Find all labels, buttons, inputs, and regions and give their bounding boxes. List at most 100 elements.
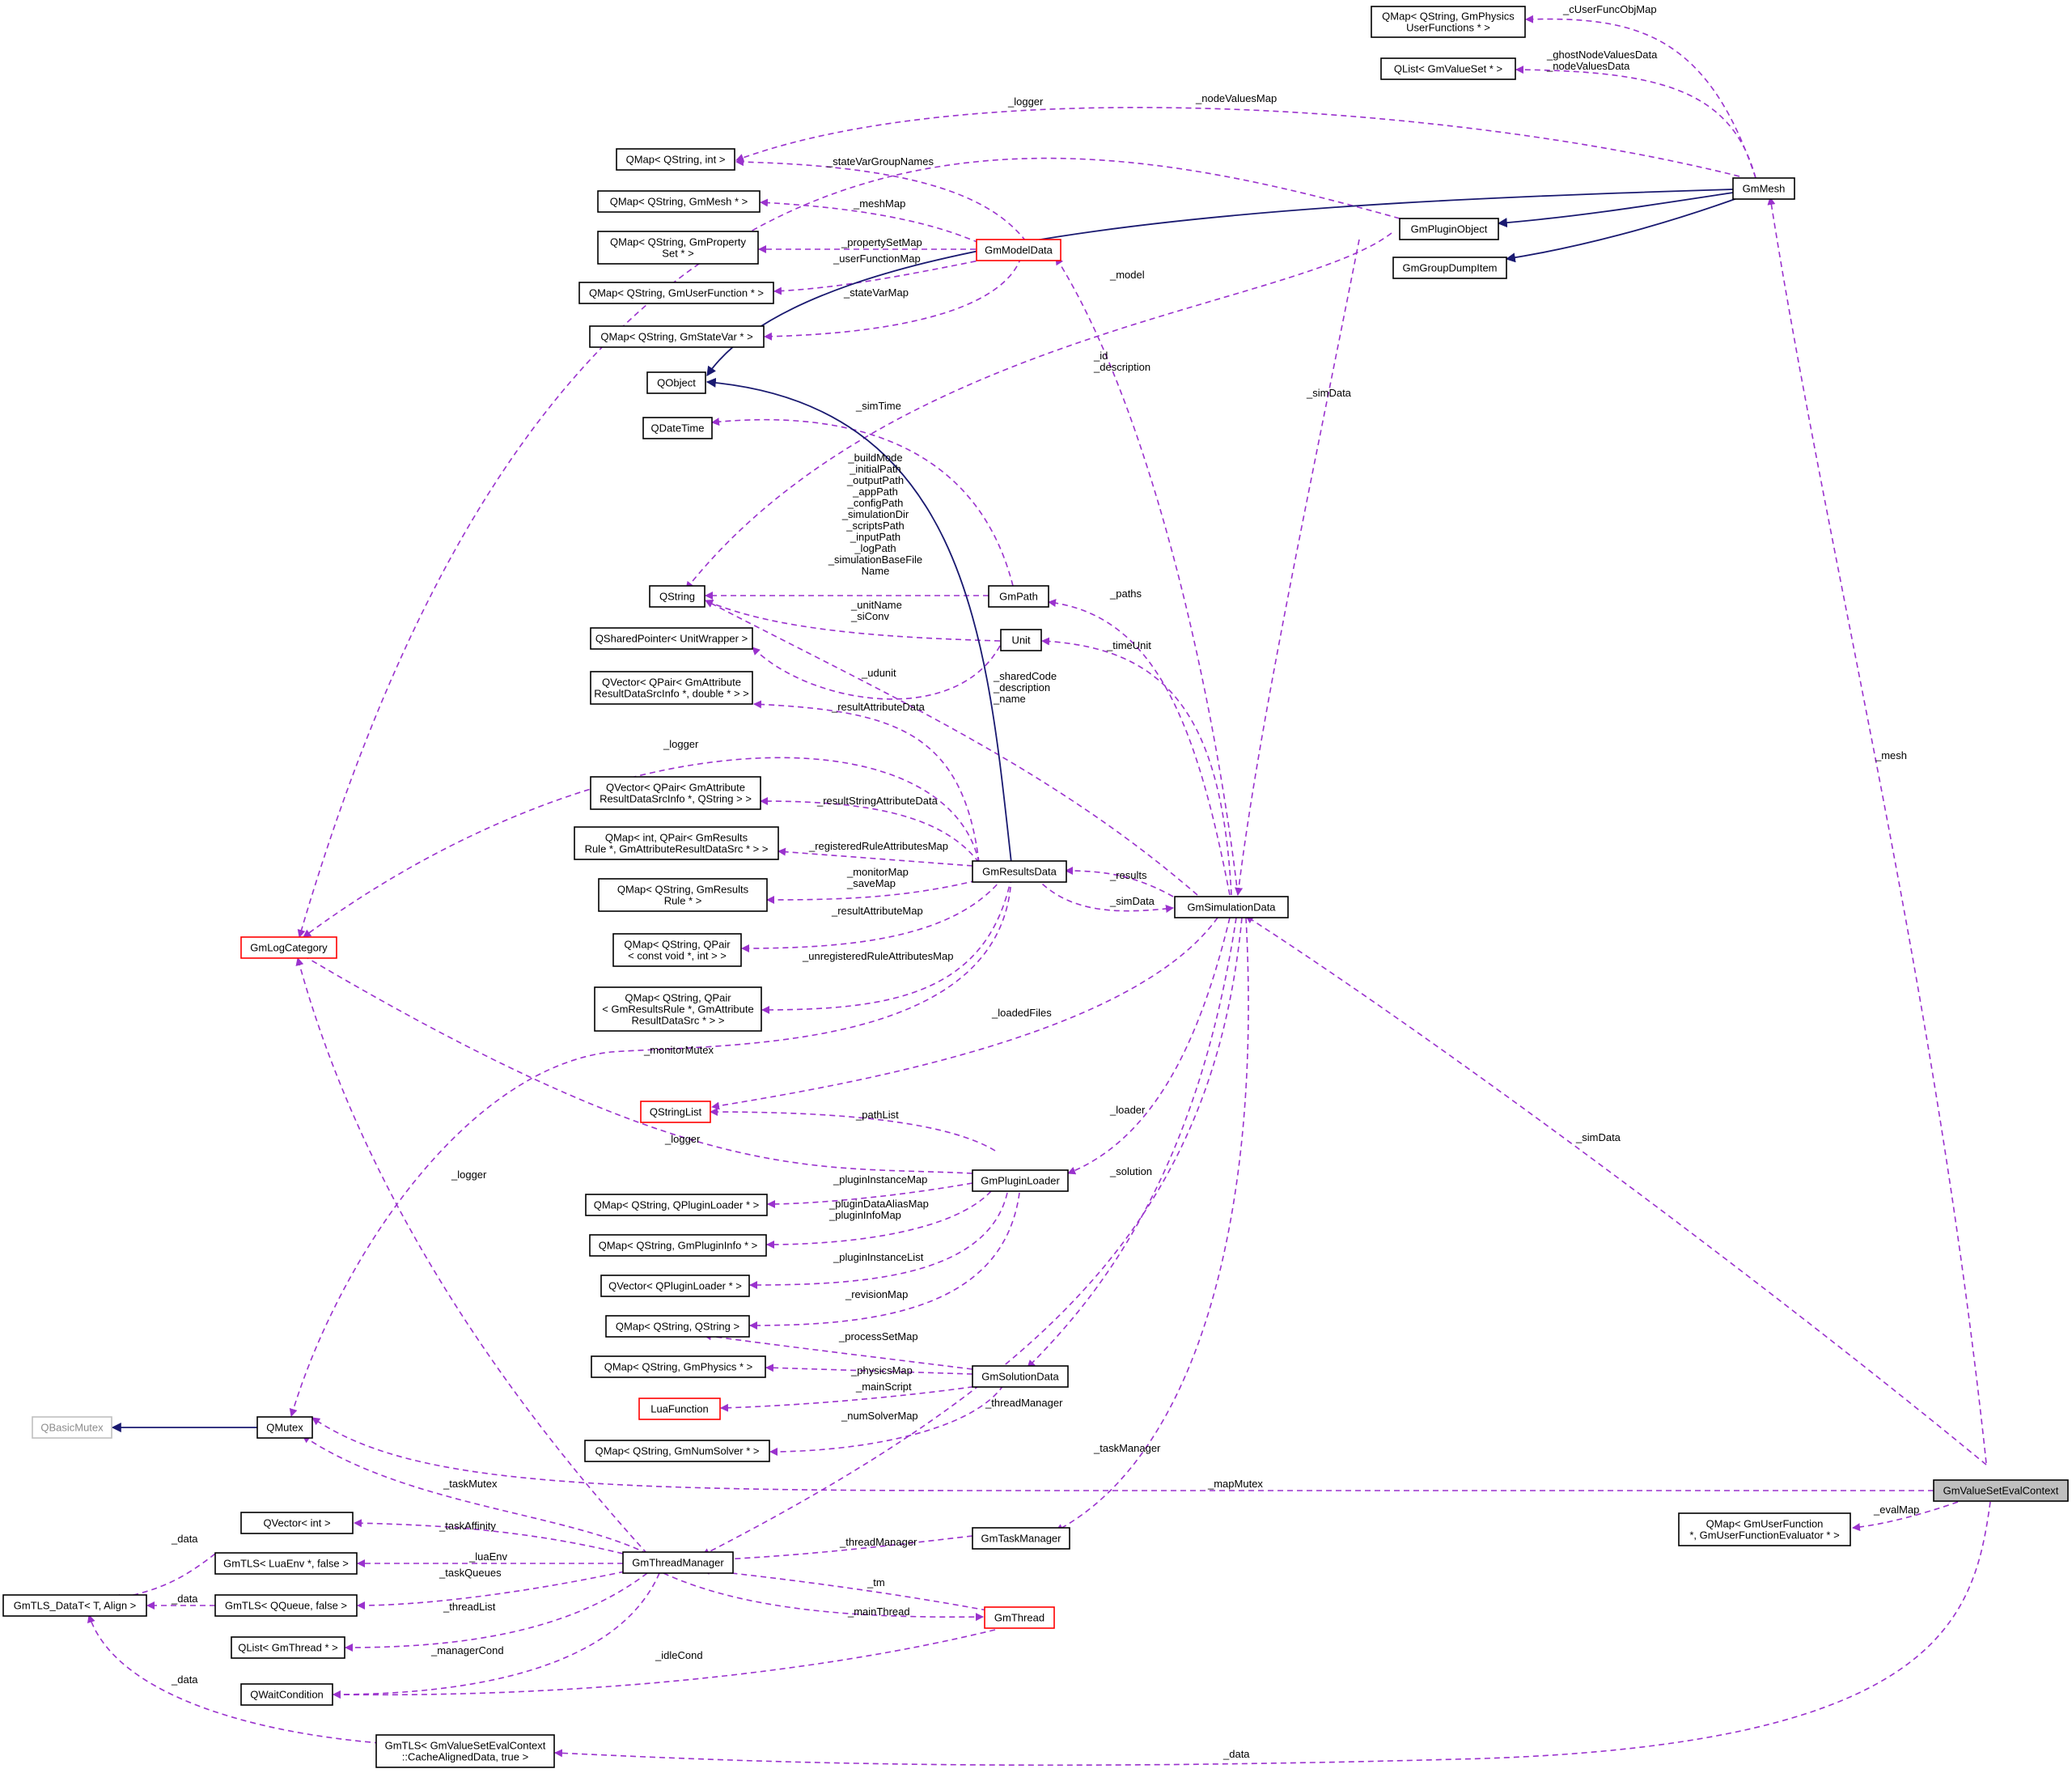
class-node-qvector-double[interactable]: QVector< QPair< GmAttributeResultDataSrc… (590, 671, 753, 705)
class-node-qmap-physics2[interactable]: QMap< QString, GmPhysics * > (591, 1355, 766, 1378)
class-node-box (589, 325, 765, 348)
class-node-qmap-statevar[interactable]: QMap< QString, GmStateVar * > (589, 325, 765, 348)
class-node-qmap-evaluator[interactable]: QMap< GmUserFunction*, GmUserFunctionEva… (1678, 1512, 1851, 1546)
class-node-qmap-qstring[interactable]: QMap< QString, QString > (605, 1315, 750, 1338)
class-node-label: QSharedPointer< UnitWrapper > (595, 633, 748, 645)
edge-simtime (711, 418, 1014, 587)
class-node-box (591, 1355, 766, 1378)
edge-label-paths: _paths (1109, 587, 1142, 600)
class-node-gmtls-qqueue[interactable]: GmTLS< QQueue, false > (214, 1594, 358, 1617)
class-node-qmap-voidptr[interactable]: QMap< QString, QPair< const void *, int … (612, 933, 742, 967)
class-node-qwaitcondition[interactable]: QWaitCondition (240, 1683, 333, 1706)
edge-logger-top (297, 157, 1400, 938)
class-node-box (375, 1734, 555, 1768)
edge-label-resultstring: _resultStringAttributeData (816, 795, 939, 807)
edge-data-a (112, 1553, 216, 1602)
class-node-qdatetime[interactable]: QDateTime (642, 417, 713, 439)
class-node-label: Unit (1011, 634, 1031, 647)
class-node-box (240, 1512, 354, 1534)
class-node-qvector-pluginloader[interactable]: QVector< QPluginLoader * > (600, 1275, 750, 1297)
edge-statevarmap (764, 257, 1022, 341)
class-node-box (574, 826, 779, 860)
class-node-qmap-int[interactable]: QMap< QString, int > (616, 148, 735, 171)
edge-label-loader: _loader (1109, 1104, 1146, 1116)
class-node-qmap-numsolver[interactable]: QMap< QString, GmNumSolver * > (584, 1440, 770, 1462)
class-node-gmthreadmanager[interactable]: GmThreadManager (622, 1551, 734, 1574)
class-node-gmpluginloader[interactable]: GmPluginLoader (972, 1169, 1069, 1192)
class-node-qmutex[interactable]: QMutex (256, 1416, 313, 1439)
class-node-qmap-userfunc[interactable]: QMap< QString, GmUserFunction * > (578, 282, 774, 304)
edge-paths (1048, 599, 1231, 896)
edge-tm (701, 1566, 988, 1611)
edge-label-paths-list: _buildMode (847, 452, 902, 464)
class-node-gmtls-luaenv[interactable]: GmTLS< LuaEnv *, false > (214, 1552, 358, 1575)
edge-label-idlecond: _idleCond (655, 1649, 703, 1661)
class-node-gmtls-cache[interactable]: GmTLS< GmValueSetEvalContext::CacheAlign… (375, 1734, 555, 1768)
class-node-gmgroupdumpitem[interactable]: GmGroupDumpItem (1392, 257, 1507, 279)
class-node-box (1380, 57, 1516, 80)
class-node-gmmesh[interactable]: GmMesh (1732, 177, 1795, 200)
class-node-unit[interactable]: Unit (1000, 629, 1042, 651)
edge-sharedcode (705, 600, 1198, 896)
class-node-gmpluginobject[interactable]: GmPluginObject (1399, 218, 1499, 240)
class-node-qlist-valueset[interactable]: QList< GmValueSet * > (1380, 57, 1516, 80)
edge-mainthread (663, 1572, 984, 1622)
edge-label-resultattributedata: _resultAttributeData (831, 701, 926, 713)
class-node-box (972, 1169, 1069, 1192)
class-node-box (972, 1365, 1069, 1388)
edge-label-mapmutex: _mapMutex (1207, 1478, 1263, 1490)
edge-label-revisionmap: _revisionMap (845, 1288, 908, 1300)
class-node-qmap-mesh[interactable]: QMap< QString, GmMesh * > (597, 190, 761, 213)
class-node-label: QMutex (266, 1422, 303, 1434)
edge-label-propertysetmap: _propertySetMap (841, 236, 922, 248)
edge-taskaffinity (354, 1519, 624, 1555)
class-node-gmmodeldata[interactable]: GmModelData (976, 239, 1061, 261)
class-node-box (640, 1101, 711, 1123)
class-node-box (240, 936, 337, 959)
class-node-box (984, 1606, 1055, 1629)
class-node-qmap-plugininfo[interactable]: QMap< QString, GmPluginInfo * > (589, 1234, 767, 1257)
edge-physicsmap (765, 1364, 973, 1375)
class-node-qstringlist[interactable]: QStringList (640, 1101, 711, 1123)
class-node-qsharedpointer[interactable]: QSharedPointer< UnitWrapper > (590, 627, 753, 650)
class-node-gmsimulationdata[interactable]: GmSimulationData (1174, 896, 1289, 918)
class-node-box (585, 1194, 768, 1216)
edge-label-plugindataalias: _pluginInfoMap (828, 1209, 901, 1221)
class-node-label: QVector< QPair< GmAttribute (606, 782, 745, 794)
edge-label-monitormutex: _monitorMutex (643, 1044, 714, 1056)
edge-label-sharedcode: _description (993, 681, 1050, 694)
class-node-gmsolutiondata[interactable]: GmSolutionData (972, 1365, 1069, 1388)
class-node-gmthread[interactable]: GmThread (984, 1606, 1055, 1629)
class-node-qobject[interactable]: QObject (646, 371, 706, 394)
class-node-box (1732, 177, 1795, 200)
class-node-qstring[interactable]: QString (649, 585, 705, 608)
class-node-gmlogcategory[interactable]: GmLogCategory (240, 936, 337, 959)
class-node-gmpath[interactable]: GmPath (988, 585, 1049, 608)
class-node-qvector-qstring[interactable]: QVector< QPair< GmAttributeResultDataSrc… (590, 776, 761, 810)
class-node-gmresultsdata[interactable]: GmResultsData (972, 860, 1067, 883)
edge-label-ghostnode: _ghostNodeValuesData (1546, 49, 1658, 61)
class-node-luafunction[interactable]: LuaFunction (638, 1398, 721, 1420)
class-node-qmap-int-results[interactable]: QMap< int, QPair< GmResultsRule *, GmAtt… (574, 826, 779, 860)
class-node-qbasicmutex[interactable]: QBasicMutex (32, 1416, 112, 1439)
class-node-label: QMap< QString, QPair (624, 939, 731, 951)
class-node-label: GmGroupDumpItem (1402, 262, 1497, 274)
class-node-qmap-pair-rule[interactable]: QMap< QString, QPair< GmResultsRule *, G… (594, 986, 762, 1032)
class-node-gmvaluesetevalcontext[interactable]: GmValueSetEvalContext (1933, 1479, 2069, 1502)
class-node-qlist-thread[interactable]: QList< GmThread * > (231, 1636, 345, 1659)
edge-simdata-top (1235, 239, 1360, 896)
class-node-gmtls-datat[interactable]: GmTLS_DataT< T, Align > (2, 1594, 147, 1617)
edge-timeunit (1041, 637, 1232, 896)
class-node-qmap-pluginloader[interactable]: QMap< QString, QPluginLoader * > (585, 1194, 768, 1216)
class-node-label: GmResultsData (982, 866, 1057, 878)
class-node-qmap-resultsrule[interactable]: QMap< QString, GmResultsRule * > (598, 878, 768, 912)
class-node-gmtaskmanager[interactable]: GmTaskManager (972, 1527, 1070, 1550)
class-node-box (988, 585, 1049, 608)
class-node-box (1933, 1479, 2069, 1502)
class-node-label: GmThreadManager (632, 1557, 724, 1569)
class-node-qvector-int[interactable]: QVector< int > (240, 1512, 354, 1534)
edge-solution (1027, 917, 1237, 1368)
